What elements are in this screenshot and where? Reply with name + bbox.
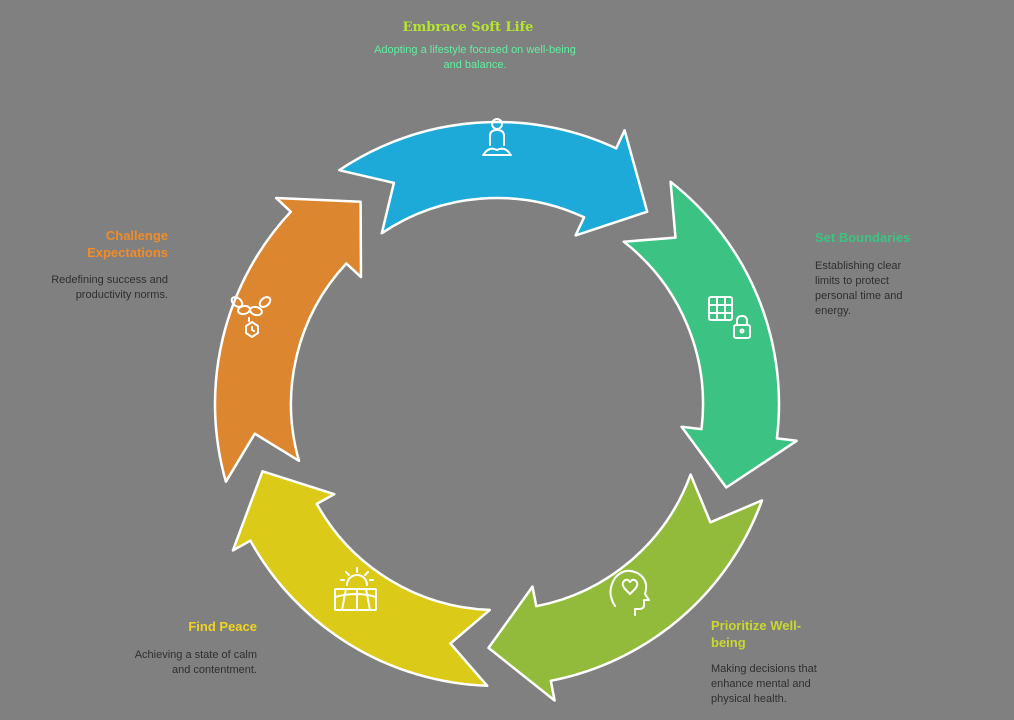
step-description-boundaries: Establishing clear limits to protect per… bbox=[815, 260, 903, 317]
head-heart-icon bbox=[609, 569, 650, 616]
arrow-segment-peace bbox=[231, 470, 492, 688]
step-description-embrace: Adopting a lifestyle focused on well-bei… bbox=[374, 44, 576, 71]
step-title-embrace: Embrace Soft Life bbox=[402, 20, 534, 35]
step-title-wellbeing: Prioritize Well-being bbox=[711, 618, 802, 650]
arrow-segment-challenge bbox=[213, 196, 363, 483]
sunrise-field-icon bbox=[334, 567, 377, 611]
broken-chain-icon bbox=[230, 296, 272, 338]
step-title-boundaries: Set Boundaries bbox=[815, 230, 911, 245]
arrow-segment-embrace bbox=[338, 120, 649, 237]
step-title-peace: Find Peace bbox=[188, 619, 257, 634]
cycle-arrows bbox=[213, 120, 798, 702]
step-title-challenge: Challenge Expectations bbox=[87, 228, 168, 260]
grid-lock-icon bbox=[708, 296, 751, 339]
arrow-segment-boundaries bbox=[622, 180, 798, 489]
meditation-icon bbox=[482, 118, 512, 156]
step-description-challenge: Redefining success and productivity norm… bbox=[51, 274, 168, 301]
step-description-peace: Achieving a state of calm and contentmen… bbox=[134, 649, 257, 676]
step-description-wellbeing: Making decisions that enhance mental and… bbox=[711, 663, 817, 705]
arrow-segment-wellbeing bbox=[487, 473, 764, 702]
